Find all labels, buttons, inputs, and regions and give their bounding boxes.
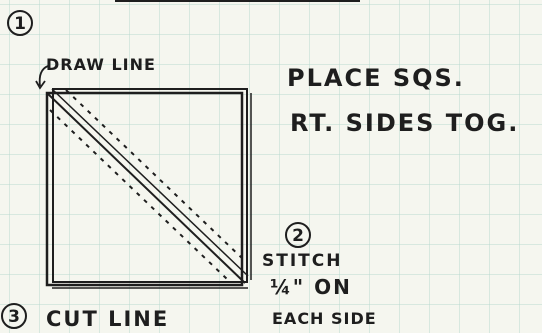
place-squares-text-line1: PLACE SQS. xyxy=(287,64,465,92)
step-2-marker: 2 xyxy=(285,222,311,248)
step-1-marker: 1 xyxy=(7,10,33,36)
step-3-marker: 3 xyxy=(1,303,27,329)
stitch-label: STITCH xyxy=(262,251,342,271)
step-2-number: 2 xyxy=(292,226,304,246)
stitch-each-side-label: EACH SIDE xyxy=(272,309,377,328)
draw-line-label: DRAW LINE xyxy=(46,55,156,74)
diagonal-cut-line-inner xyxy=(51,88,249,277)
diagonal-cut-line xyxy=(46,92,246,284)
step-1-number: 1 xyxy=(14,14,26,34)
back-square xyxy=(52,88,248,283)
step-3-number: 3 xyxy=(8,307,20,327)
place-squares-text-line2: RT. SIDES TOG. xyxy=(290,109,519,137)
stitch-quarter-inch-label: ¼" ON xyxy=(270,275,352,299)
front-square xyxy=(45,91,244,287)
cut-line-label: CUT LINE xyxy=(46,307,169,331)
stitch-line-upper xyxy=(65,89,245,261)
stitch-line-lower xyxy=(49,109,229,281)
draw-line-arrow xyxy=(35,65,49,90)
